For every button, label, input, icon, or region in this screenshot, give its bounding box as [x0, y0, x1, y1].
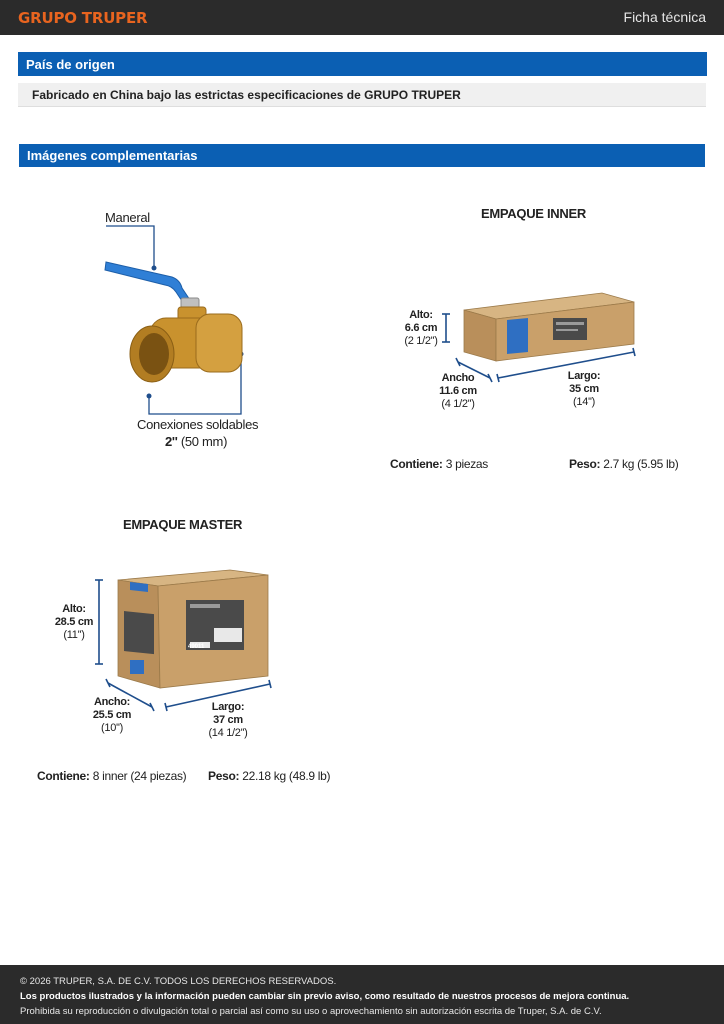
master-title: EMPAQUE MASTER [123, 517, 243, 532]
footer-prohibition: Prohibida su reproducción o divulgación … [20, 1006, 602, 1017]
inner-alto: Alto: 6.6 cm (2 1/2'') [404, 309, 438, 347]
connections-size-in: 2'' [165, 434, 178, 449]
handle-label: Maneral [105, 210, 150, 225]
inner-title: EMPAQUE INNER [481, 206, 586, 221]
master-box-code: 49011 [188, 644, 205, 650]
section-header-images: Imágenes complementarias [19, 144, 705, 167]
inner-ancho: Ancho 11.6 cm (4 1/2'') [439, 372, 477, 410]
footer-notice: Los productos ilustrados y la informació… [20, 991, 630, 1002]
inner-weight: Peso: 2.7 kg (5.95 lb) [569, 457, 679, 471]
connections-size-mm: (50 mm) [180, 434, 228, 449]
brand-logo: GRUPO TRUPER [18, 9, 148, 27]
inner-largo: Largo: 35 cm (14'') [567, 370, 601, 408]
footer-copyright: © 2026 TRUPER, S.A. DE C.V. TODOS LOS DE… [20, 976, 337, 987]
footer: © 2026 TRUPER, S.A. DE C.V. TODOS LOS DE… [0, 965, 724, 1024]
master-largo: Largo: 37 cm (14 1/2'') [208, 701, 248, 739]
top-bar: GRUPO TRUPER Ficha técnica [0, 0, 724, 35]
inner-contents: Contiene: 3 piezas [390, 457, 488, 471]
connections-size: 2'' (50 mm) [165, 434, 227, 449]
origin-text: Fabricado en China bajo las estrictas es… [18, 83, 706, 107]
connections-label: Conexiones soldables [137, 417, 259, 432]
master-ancho: Ancho: 25.5 cm (10'') [92, 696, 132, 734]
master-alto: Alto: 28.5 cm (11'') [54, 603, 94, 641]
master-contents: Contiene: 8 inner (24 piezas) [37, 769, 187, 783]
master-weight: Peso: 22.18 kg (48.9 lb) [208, 769, 331, 783]
section-header-origin: País de origen [18, 52, 707, 76]
document-type: Ficha técnica [623, 9, 706, 25]
